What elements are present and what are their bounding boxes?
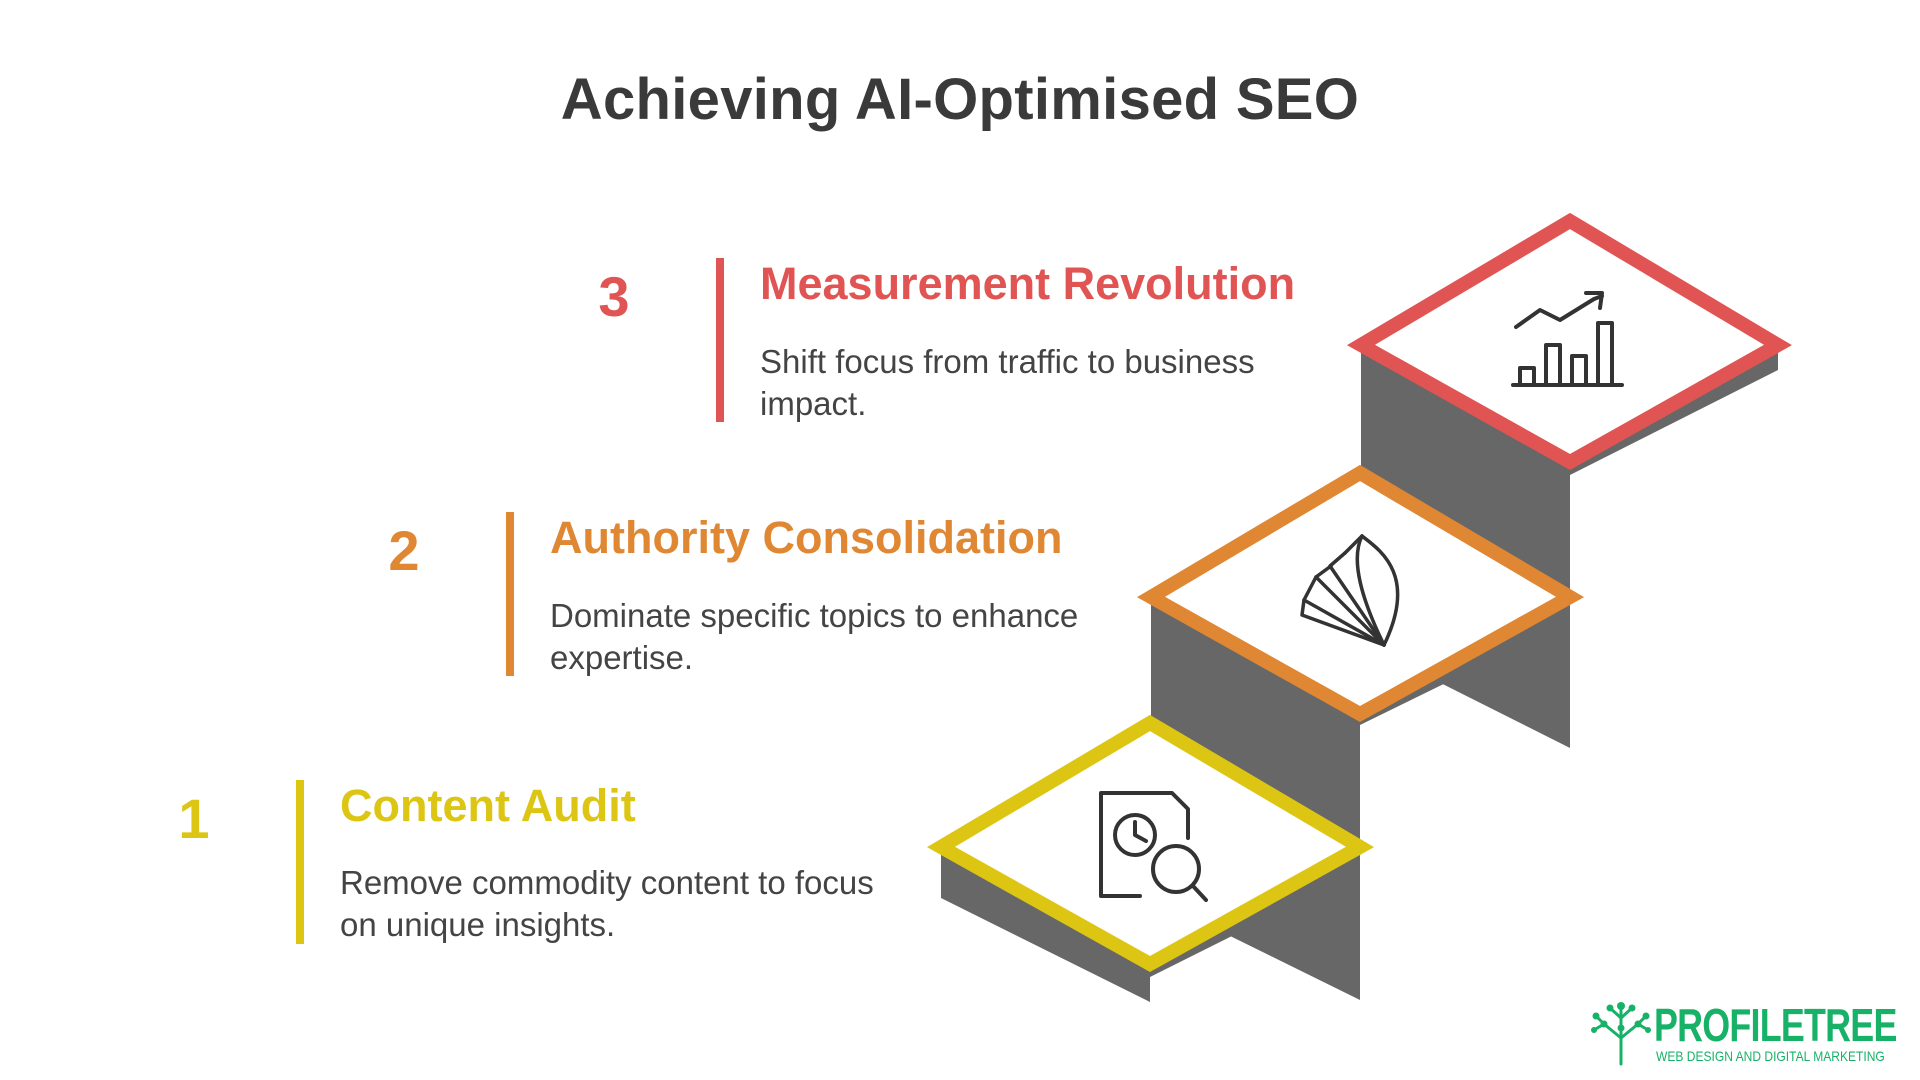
step-3-title: Measurement Revolution	[760, 258, 1296, 309]
step-2-description: Dominate specific topics to enhance expe…	[550, 597, 1079, 676]
tree-network-icon	[1591, 1002, 1651, 1066]
logo-wordmark: PROFILETREE	[1654, 999, 1897, 1051]
step-1-divider	[296, 780, 304, 944]
bar-chart-growth-icon	[1511, 291, 1624, 387]
step-2-number: 2	[388, 519, 420, 582]
step-3-divider	[716, 258, 724, 422]
page-title: Achieving AI-Optimised SEO	[560, 67, 1360, 132]
logo-tagline: WEB DESIGN AND DIGITAL MARKETING	[1656, 1048, 1885, 1064]
document-search-icon	[1099, 791, 1208, 902]
profiletree-logo: PROFILETREE WEB DESIGN AND DIGITAL MARKE…	[1590, 998, 1900, 1068]
stair-block-1	[926, 714, 1375, 1002]
step-2-title: Authority Consolidation	[550, 512, 1063, 563]
step-1-number: 1	[178, 787, 210, 850]
step-1-title: Content Audit	[340, 780, 636, 831]
book-pages-icon	[1300, 534, 1400, 647]
step-2-divider	[506, 512, 514, 676]
step-3-description: Shift focus from traffic to business imp…	[760, 343, 1255, 422]
step-3-number: 3	[598, 265, 630, 328]
step-1-description: Remove commodity content to focus on uni…	[340, 864, 874, 943]
